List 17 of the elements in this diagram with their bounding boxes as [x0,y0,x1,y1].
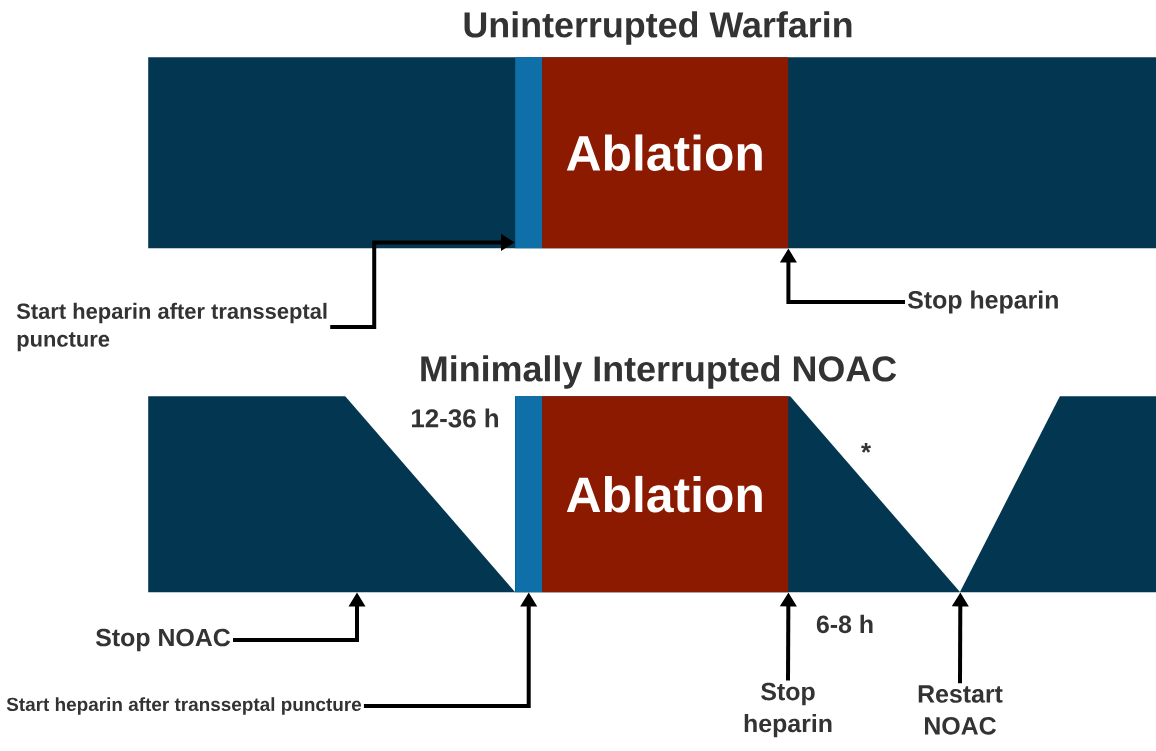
section-heading: Uninterrupted Warfarin [464,11,852,45]
triangle-cutout: 12-36 h [345,396,515,592]
annotation-text: Restart NOAC [918,685,1003,735]
node-label: * [861,443,872,453]
narrow-band [515,396,543,593]
annotation-text: Stop NOAC [95,628,231,652]
annotation-text: Start heparin after transseptal puncture [16,302,327,352]
ablation-block: Ablation [542,396,789,593]
annotation-text: Start heparin after transseptal puncture [6,697,362,715]
duration-label: 6-8 h [816,614,873,634]
annotation-text: Stop heparin [907,290,1058,314]
section-heading: Minimally Interrupted NOAC [421,355,897,389]
node-label: 12-36 h [412,408,498,428]
triangle-cutout: * [790,396,1060,592]
annotation-text: Stop heparin [744,682,832,738]
narrow-band [515,57,543,249]
ablation-block: Ablation [542,57,789,249]
